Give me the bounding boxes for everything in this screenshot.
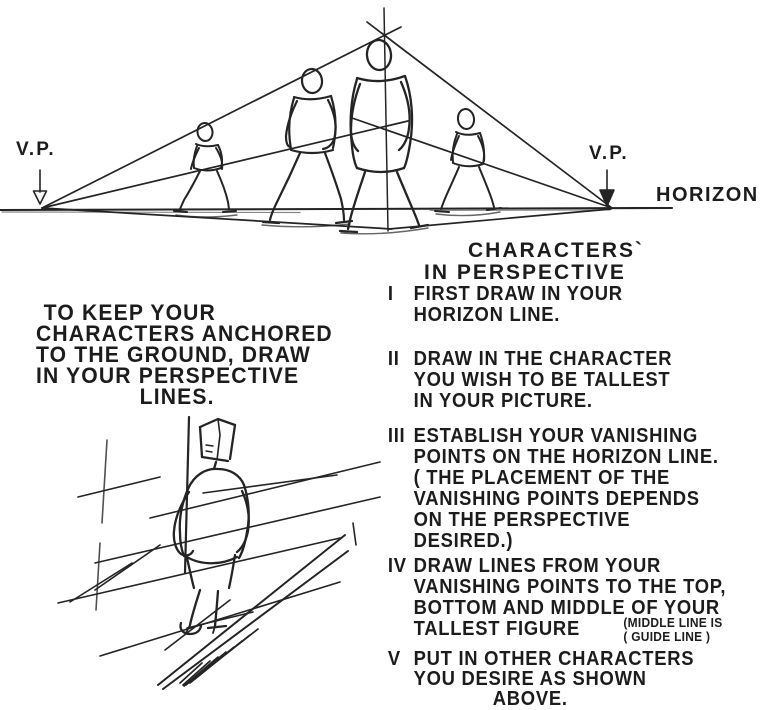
sketched-figure [172,417,250,636]
instructions-panel: CHARACTERS` IN PERSPECTIVE I FIRST DRAW … [386,0,768,710]
perspective-diagram-illustration [0,7,674,235]
right-vp-arrow [599,169,615,207]
anchor-note-line: LINES. [139,384,215,409]
floor-perspective-grid [57,461,381,690]
step-line: VANISHING POINTS DEPENDS [413,488,700,510]
left-vp-guide-lines [41,26,409,230]
walking-figure-medium [261,67,354,225]
guide-line-note: (MIDDLE LINE IS ( GUIDE LINE ) [623,616,722,643]
step-line: YOU WISH TO BE TALLEST [413,369,671,391]
wall-corner-lines [95,415,191,611]
step-line: HORIZON LINE. [413,304,561,326]
step-line: DESIRED.) [413,530,514,552]
horizon-line [0,206,674,214]
step-numeral: III [387,425,406,447]
instruction-step-5: V PUT IN OTHER CHARACTERS YOU DESIRE AS … [386,649,768,709]
grounded-figure-sketch [57,415,381,690]
step-numeral: I [387,283,394,305]
instruction-step-1: I FIRST DRAW IN YOUR HORIZON LINE. [386,284,768,326]
step-line: VANISHING POINTS TO THE TOP, [413,576,727,598]
anchor-note-line: TO THE GROUND, DRAW [36,342,311,367]
guide-line-note-line: ( GUIDE LINE ) [623,628,711,644]
step-line: FIRST DRAW IN YOUR [413,283,623,305]
instructions-title-line: IN PERSPECTIVE [424,261,626,284]
step-line: ESTABLISH YOUR VANISHING [413,425,699,447]
shadow-hatching [179,628,259,687]
step-line: DRAW IN THE CHARACTER [413,348,673,370]
instructions-title-line: CHARACTERS` [468,239,644,262]
step-line: IN YOUR PICTURE. [413,390,593,412]
anchor-note-line: CHARACTERS ANCHORED [36,321,333,346]
ground-shadow-strokes [175,211,501,235]
walking-figure-small [173,122,237,213]
step-numeral: II [387,348,400,370]
step-line: ON THE PERSPECTIVE [413,509,631,531]
instruction-step-3: III ESTABLISH YOUR VANISHING POINTS ON T… [386,426,768,552]
step-line: YOU DESIRE AS SHOWN [413,668,647,690]
instructions-title: CHARACTERS` IN PERSPECTIVE [386,240,644,284]
instruction-step-4: IV DRAW LINES FROM YOUR VANISHING POINTS… [386,555,768,643]
step-line: ( THE PLACEMENT OF THE [413,467,671,489]
step-numeral: V [387,648,401,670]
step-line: POINTS ON THE HORIZON LINE. [413,446,719,468]
guide-line-note-line: (MIDDLE LINE IS [623,615,723,630]
step-line: TALLEST FIGURE [413,618,580,640]
step-numeral: IV [387,555,407,577]
walking-figure-tallest [338,38,430,234]
horizon-label: HORIZON [656,184,759,206]
vanishing-point-left-label: V.P. [16,139,56,160]
anchor-note: TO KEEP YOUR CHARACTERS ANCHORED TO THE … [36,300,343,409]
step-line: ABOVE. [492,688,568,710]
anchor-note-line: IN YOUR PERSPECTIVE [36,363,300,388]
walking-figure-right [434,108,502,213]
anchor-note-line: TO KEEP YOUR [43,300,216,325]
instruction-step-2: II DRAW IN THE CHARACTER YOU WISH TO BE … [386,349,768,412]
vanishing-point-right-label: V.P. [589,143,629,164]
step-line-with-note: TALLEST FIGURE (MIDDLE LINE IS ( GUIDE L… [413,616,768,643]
step-line: BOTTOM AND MIDDLE OF YOUR [413,597,720,619]
step-line: DRAW LINES FROM YOUR [413,555,662,577]
left-vp-arrow [32,169,48,205]
vertical-guide-line [383,7,389,232]
step-line: PUT IN OTHER CHARACTERS [413,648,695,670]
